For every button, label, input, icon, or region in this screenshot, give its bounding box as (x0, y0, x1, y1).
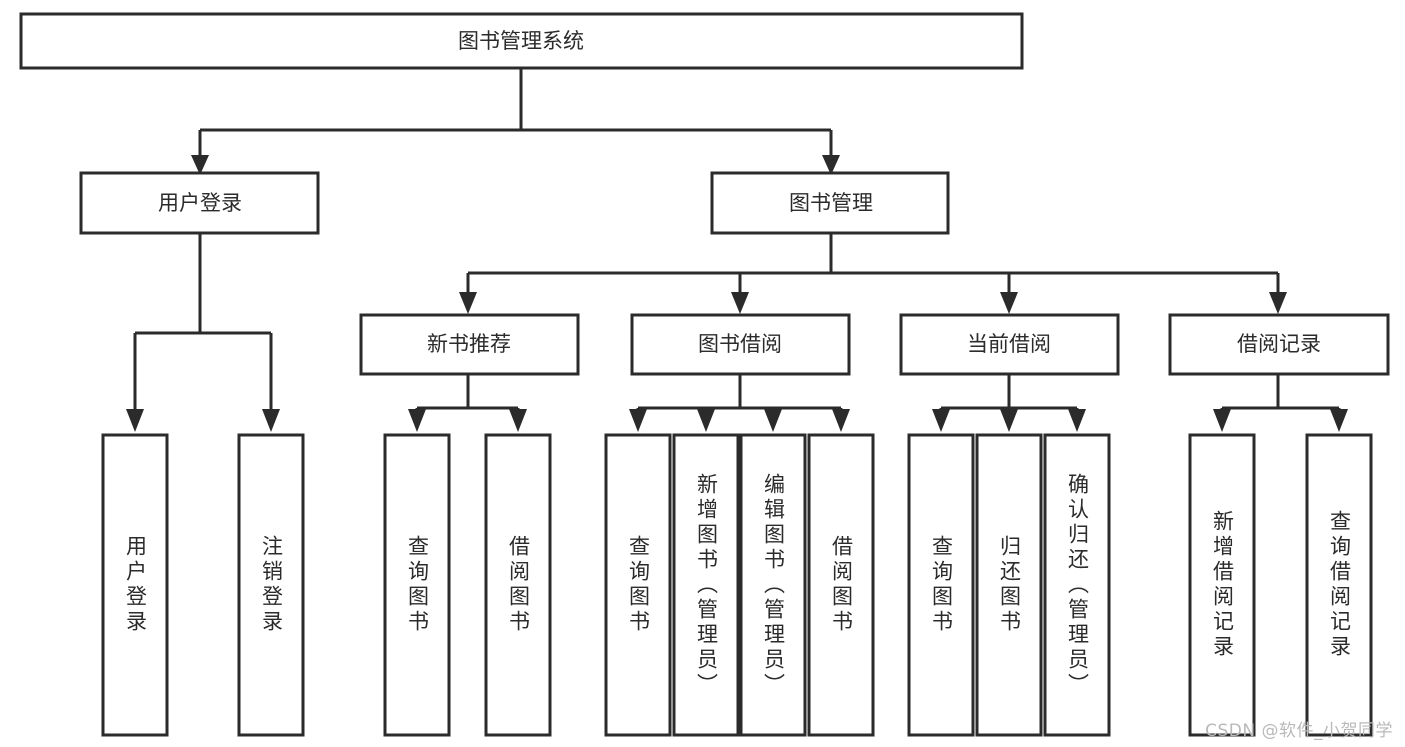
node-book-borrow[interactable] (630, 313, 851, 376)
node-user-login[interactable] (79, 171, 320, 235)
node-leaf-add-book[interactable] (672, 433, 740, 737)
node-borrow-records[interactable] (1168, 313, 1390, 376)
node-leaf-confirm-return[interactable] (1043, 433, 1111, 737)
csdn-watermark: CSDN @软件_小贺同学 (1205, 721, 1393, 741)
node-leaf-borrow-book-1[interactable] (484, 433, 552, 737)
node-current-borrow[interactable] (899, 313, 1120, 376)
node-borrow-records-label: 借阅记录 (1237, 332, 1321, 356)
node-user-login-label: 用户登录 (158, 191, 242, 215)
node-leaf-borrow-book-2[interactable] (807, 433, 875, 737)
node-root[interactable] (19, 12, 1024, 70)
node-leaf-return-book[interactable] (975, 433, 1043, 737)
node-leaf-query-book-2[interactable] (604, 433, 672, 737)
node-leaf-query-book-1[interactable] (383, 433, 451, 737)
connector-current-to-leaves (932, 374, 1086, 432)
connector-userlogin-to-leaves (126, 233, 280, 432)
connector-borrow-to-leaves (629, 374, 850, 432)
node-leaf-logout[interactable] (237, 433, 305, 737)
connector-root-to-level2 (191, 68, 840, 175)
connector-bookmgmt-to-level3 (459, 233, 1287, 314)
node-leaf-query-record[interactable] (1305, 433, 1373, 737)
connector-newbook-to-leaves (408, 374, 527, 432)
node-root-label: 图书管理系统 (458, 29, 584, 53)
connector-records-to-leaves (1213, 374, 1348, 432)
node-current-borrow-label: 当前借阅 (967, 332, 1051, 356)
node-book-management[interactable] (710, 171, 950, 235)
node-leaf-query-book-3[interactable] (907, 433, 975, 737)
node-leaf-add-record[interactable] (1188, 433, 1256, 737)
node-leaf-edit-book[interactable] (739, 433, 807, 737)
node-book-borrow-label: 图书借阅 (698, 332, 782, 356)
node-book-management-label: 图书管理 (789, 191, 873, 215)
node-new-book-recommend-label: 新书推荐 (427, 332, 511, 356)
node-leaf-user-login[interactable] (101, 433, 169, 737)
node-new-book-recommend[interactable] (359, 313, 580, 376)
